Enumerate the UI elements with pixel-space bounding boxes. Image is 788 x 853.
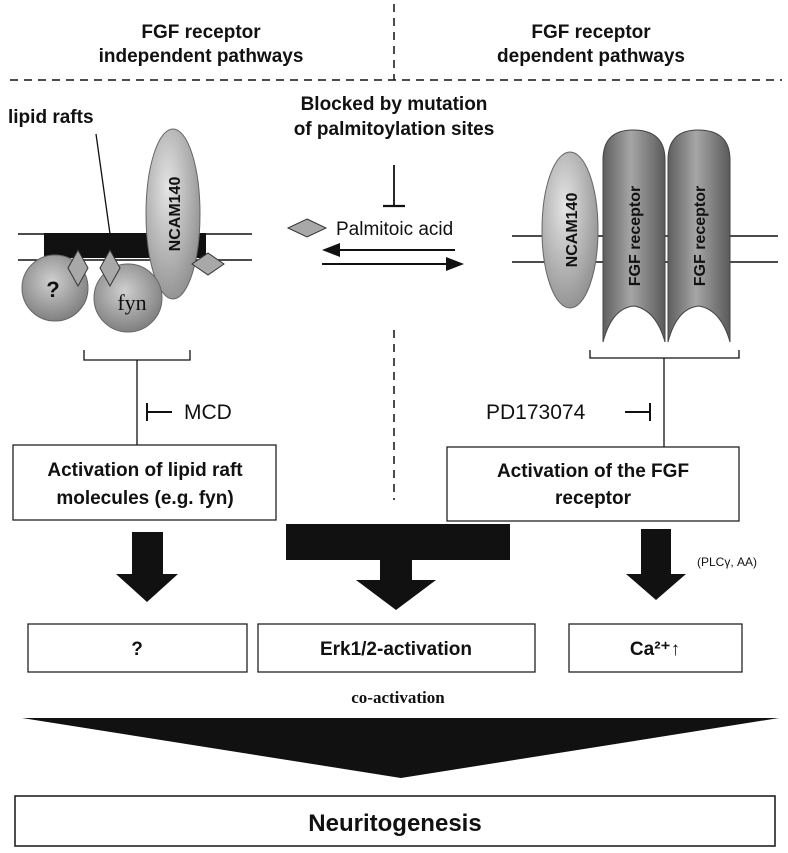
lipid-rafts-pointer bbox=[95, 133, 111, 235]
header-right-line1: FGF receptor bbox=[531, 22, 651, 43]
activation-left-line2: molecules (e.g. fyn) bbox=[56, 488, 233, 509]
fgf-receptor-2-label: FGF receptor bbox=[692, 186, 709, 286]
mcd-label: MCD bbox=[184, 401, 232, 424]
header-left-line2: independent pathways bbox=[99, 46, 304, 67]
outcome-erk-label: Erk1/2-activation bbox=[320, 639, 472, 660]
pd173074-label: PD173074 bbox=[486, 401, 586, 424]
left-block-arrow bbox=[116, 532, 178, 602]
palmitoyl-diamond-2 bbox=[99, 248, 121, 288]
fgf-receptor-2-shape bbox=[667, 129, 731, 343]
palmitoic-acid-diamond bbox=[286, 218, 328, 238]
palmitoyl-diamond-3 bbox=[191, 252, 225, 276]
arrow-right-head bbox=[446, 257, 464, 271]
activation-left-line1: Activation of lipid raft bbox=[47, 460, 243, 481]
arrow-left-head bbox=[322, 243, 340, 257]
lipid-rafts-label: lipid rafts bbox=[8, 107, 94, 128]
unknown-molecule-label: ? bbox=[46, 277, 59, 302]
outcome-calcium-label: Ca²⁺↑ bbox=[630, 639, 680, 660]
fyn-label: fyn bbox=[117, 290, 146, 315]
activation-right-box bbox=[446, 446, 740, 522]
plc-aa-label: (PLCγ, AA) bbox=[697, 555, 757, 569]
center-t-arrow bbox=[286, 524, 510, 610]
activation-right-line2: receptor bbox=[555, 488, 632, 509]
outcome-erk-box bbox=[257, 623, 536, 673]
coactivation-label: co-activation bbox=[351, 688, 445, 707]
activation-left-box bbox=[12, 444, 277, 521]
right-bracket bbox=[589, 350, 740, 359]
blocked-line1: Blocked by mutation bbox=[301, 94, 488, 115]
fgf-receptor-1-label: FGF receptor bbox=[627, 186, 644, 286]
outcome-unknown-label: ? bbox=[131, 639, 143, 660]
right-block-arrow bbox=[626, 529, 686, 600]
outcome-calcium-box bbox=[568, 623, 743, 673]
ncam140-right-label: NCAM140 bbox=[564, 193, 581, 268]
left-bracket bbox=[83, 350, 191, 361]
outcome-unknown-box bbox=[27, 623, 248, 673]
neuritogenesis-label: Neuritogenesis bbox=[308, 810, 481, 837]
convergence-funnel bbox=[22, 718, 779, 778]
ncam140-left-oval bbox=[145, 128, 201, 300]
palmitoic-acid-label: Palmitoic acid bbox=[336, 219, 453, 240]
ncam140-right-oval bbox=[541, 151, 599, 309]
fgf-receptor-1-shape bbox=[602, 129, 666, 343]
palmitoyl-diamond-1 bbox=[67, 248, 89, 288]
activation-right-line1: Activation of the FGF bbox=[497, 461, 689, 482]
blocked-line2: of palmitoylation sites bbox=[294, 119, 495, 140]
neuritogenesis-box bbox=[14, 795, 776, 847]
header-right-line2: dependent pathways bbox=[497, 46, 685, 67]
header-left-line1: FGF receptor bbox=[141, 22, 261, 43]
ncam140-left-label: NCAM140 bbox=[167, 177, 184, 252]
